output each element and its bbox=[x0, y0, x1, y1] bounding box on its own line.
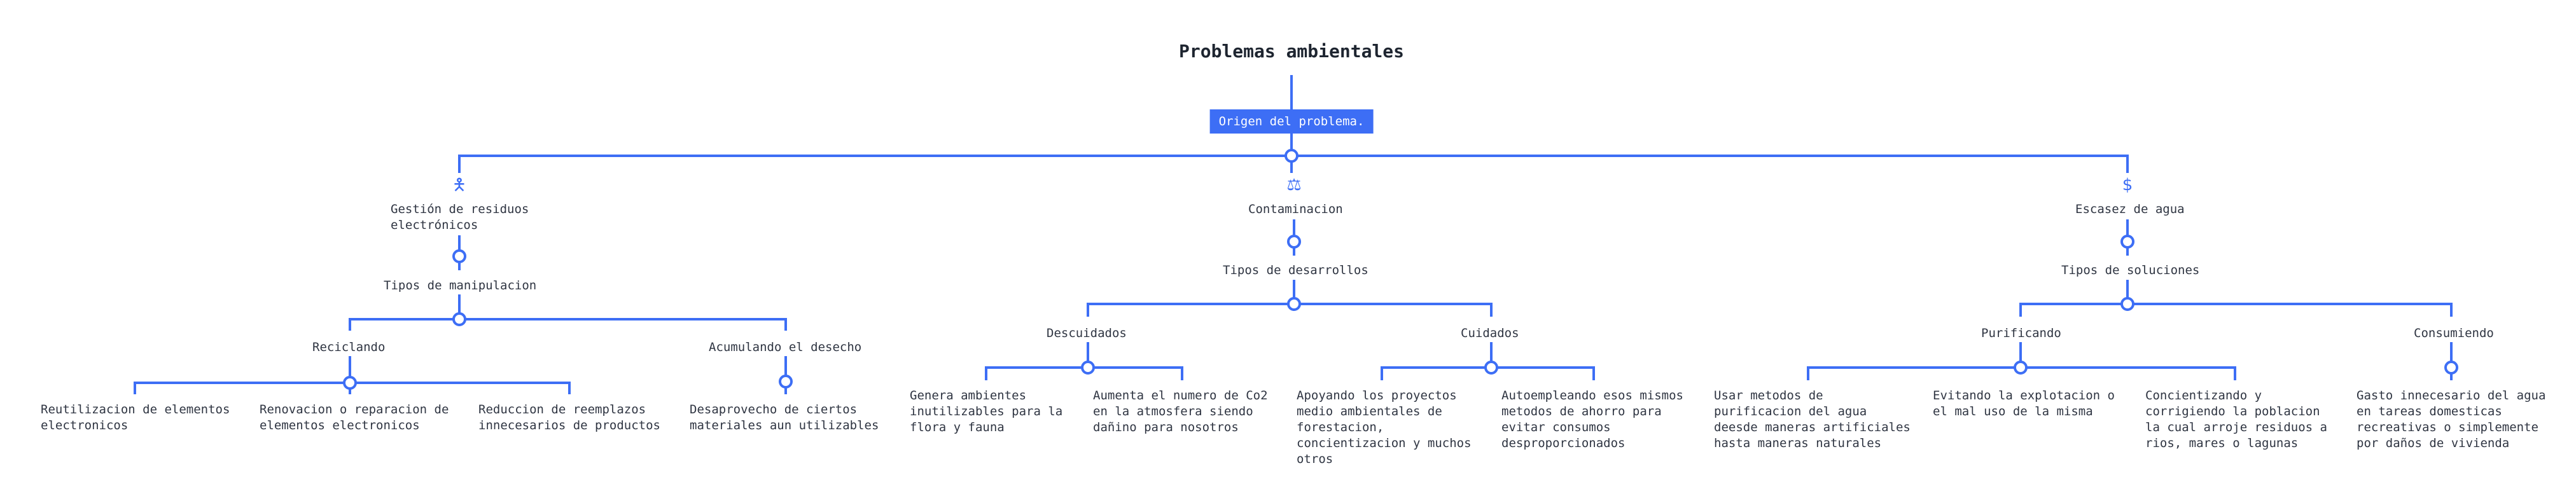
leaf-0-0-1: Renovacion o reparacion de elementos ele… bbox=[260, 403, 449, 432]
branch-sub-0[interactable]: Tipos de manipulacion bbox=[384, 279, 537, 293]
group-0-0-junction[interactable] bbox=[343, 376, 357, 390]
branch-2-bracket bbox=[2019, 303, 2453, 317]
leaf-0-1-0: Desaprovecho de ciertos materiales aun u… bbox=[690, 403, 879, 432]
group-name-2-1[interactable]: Consumiendo bbox=[2414, 326, 2494, 340]
group-name-2-0[interactable]: Purificando bbox=[1981, 326, 2061, 340]
leaf-2-0-1: Evitando la explotacion o el mal uso de … bbox=[1933, 389, 2115, 418]
branch-name-0[interactable]: Gestión de residuos electrónicos bbox=[391, 202, 529, 232]
leaf-1-0-0: Genera ambientes inutilizables para la f… bbox=[910, 389, 1063, 434]
group-2-0-junction[interactable] bbox=[2014, 361, 2028, 375]
leaf-2-0-2: Concientizando y corrigiendo la poblacio… bbox=[2145, 389, 2327, 450]
group-name-1-0[interactable]: Descuidados bbox=[1047, 326, 1127, 340]
leaf-0-0-0: Reutilizacion de elementos electronicos bbox=[41, 403, 230, 432]
group-name-1-1[interactable]: Cuidados bbox=[1461, 326, 1519, 340]
branch-sub-1[interactable]: Tipos de desarrollos bbox=[1223, 263, 1368, 277]
group-2-1-junction[interactable] bbox=[2444, 361, 2458, 375]
scales-icon: ⚖ bbox=[1286, 176, 1302, 195]
diagram-title: Problemas ambientales bbox=[1178, 41, 1405, 62]
branch-0-sub-junction[interactable] bbox=[452, 312, 466, 326]
main-junction-circle[interactable] bbox=[1285, 149, 1298, 163]
group-name-0-1[interactable]: Acumulando el desecho bbox=[709, 340, 862, 354]
branch-1-junction[interactable] bbox=[1287, 235, 1301, 249]
group-0-1-junction[interactable] bbox=[779, 375, 793, 389]
branch-name-1[interactable]: Contaminacion bbox=[1248, 202, 1343, 216]
branch-0-bracket bbox=[349, 318, 787, 331]
branch-0-junction[interactable] bbox=[452, 249, 466, 263]
group-1-1-junction[interactable] bbox=[1484, 361, 1498, 375]
origin-node[interactable]: Origen del problema. bbox=[1209, 109, 1374, 134]
group-name-0-0[interactable]: Reciclando bbox=[312, 340, 386, 354]
leaf-0-0-2: Reduccion de reemplazos innecesarios de … bbox=[478, 403, 660, 432]
branch-sub-2[interactable]: Tipos de soluciones bbox=[2061, 263, 2200, 277]
person-arms-icon: 🯅 bbox=[452, 176, 467, 195]
branch-2-sub-junction[interactable] bbox=[2120, 297, 2134, 311]
leaf-2-0-0: Usar metodos de purificacion del agua de… bbox=[1714, 389, 1911, 450]
leaf-1-1-1: Autoempleando esos mismos metodos de aho… bbox=[1501, 389, 1683, 450]
leaf-2-1-0: Gasto innecesario del agua en tareas dom… bbox=[2357, 389, 2546, 450]
branch-name-2[interactable]: Escasez de agua bbox=[2075, 202, 2185, 216]
dollar-icon: $ bbox=[2122, 176, 2133, 195]
group-1-0-junction[interactable] bbox=[1081, 361, 1095, 375]
branch-2-junction[interactable] bbox=[2120, 235, 2134, 249]
branch-1-sub-junction[interactable] bbox=[1287, 297, 1301, 311]
leaf-1-0-1: Aumenta el numero de Co2 en la atmosfera… bbox=[1093, 389, 1268, 434]
leaf-1-1-0: Apoyando los proyectos medio ambientales… bbox=[1297, 389, 1472, 466]
